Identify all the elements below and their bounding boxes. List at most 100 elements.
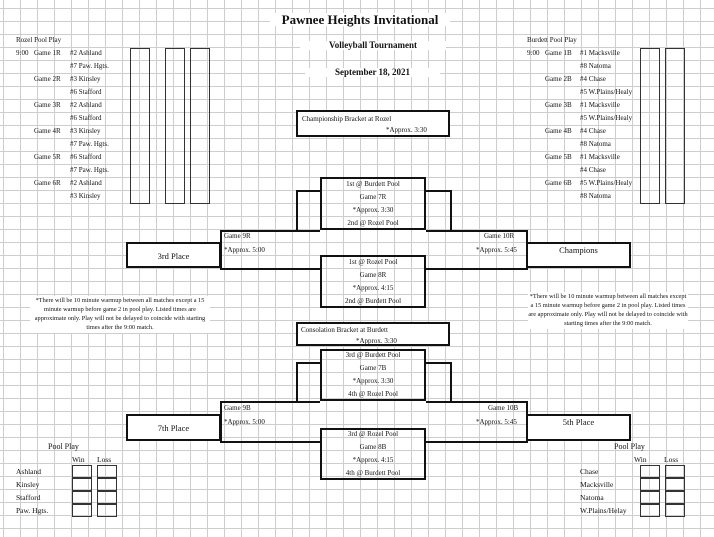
rozel-score-column [190, 48, 210, 204]
championship-game-8-label: Game 8R [359, 271, 387, 279]
burdett-score-column [640, 48, 660, 204]
consolation-game-8-time: *Approx. 4:15 [352, 456, 394, 464]
championship-game-7-bottom-seed: 2nd @ Rozel Pool [347, 219, 399, 227]
consolation-bracket-time: *Approx. 3:30 [356, 337, 397, 345]
burdett-pool-heading: Burdett Pool Play [527, 36, 577, 44]
standings-left-team-name: Paw. Hgts. [16, 506, 49, 515]
burdett-team-seed: #5 W.Plains/Healy [580, 88, 633, 96]
bracket-line [220, 268, 320, 270]
consolation-game-8-top-seed: 3rd @ Rozel Pool [347, 430, 399, 438]
seventh-place-label: 7th Place [157, 423, 190, 433]
rozel-team-seed: #7 Paw. Hgts. [70, 166, 109, 174]
standings-left-loss-cell [97, 491, 117, 504]
burdett-game-label: Game 3B [545, 101, 572, 109]
standings-right-win-header: Win [634, 455, 647, 464]
rozel-team-seed: #7 Paw. Hgts. [70, 62, 109, 70]
championship-game-7-box [320, 177, 426, 230]
rozel-score-column [130, 48, 150, 204]
championship-game-8-box [320, 255, 426, 308]
championship-game-8-top-seed: 1st @ Rozel Pool [348, 258, 398, 266]
championship-game-8-bottom-seed: 2nd @ Burdett Pool [344, 297, 402, 305]
bracket-line [426, 362, 450, 364]
burdett-game-label: Game 5B [545, 153, 572, 161]
burdett-team-seed: #4 Chase [580, 127, 606, 135]
bracket-line [426, 441, 528, 443]
champions-label: Champions [559, 245, 598, 255]
standings-left-loss-header: Loss [97, 455, 112, 464]
rozel-team-seed: #6 Stafford [70, 153, 102, 161]
rozel-team-seed: #2 Ashland [70, 101, 102, 109]
page-title: Pawnee Heights Invitational [270, 13, 450, 26]
bracket-line [296, 190, 298, 230]
standings-right-loss-cell [665, 504, 685, 517]
event-date: September 18, 2021 [305, 68, 440, 77]
standings-right-heading: Pool Play [614, 442, 645, 451]
bracket-line [220, 441, 320, 443]
third-place-label: 3rd Place [157, 251, 190, 261]
bracket-line [296, 362, 320, 364]
rozel-pool-start-time: 9:00 [16, 49, 29, 57]
warmup-note-left: *There will be 10 minute warmup between … [30, 296, 210, 333]
consolation-game-9-time: *Approx. 5:00 [224, 418, 265, 426]
rozel-score-column [165, 48, 185, 204]
standings-left-win-cell [72, 465, 92, 478]
burdett-game-label: Game 2B [545, 75, 572, 83]
burdett-game-label: Game 6B [545, 179, 572, 187]
championship-game-9-label: Game 9R [224, 232, 251, 240]
standings-right-team-name: W.Plains/Helay [580, 506, 627, 515]
fifth-place-label: 5th Place [562, 417, 595, 427]
rozel-team-seed: #2 Ashland [70, 49, 102, 57]
rozel-team-seed: #6 Stafford [70, 88, 102, 96]
burdett-game-label: Game 1B [545, 49, 572, 57]
consolation-bracket-title: Consolation Bracket at Burdett [301, 326, 388, 334]
rozel-team-seed: #6 Stafford [70, 114, 102, 122]
burdett-game-label: Game 4B [545, 127, 572, 135]
standings-left-win-cell [72, 478, 92, 491]
consolation-game-9-label: Game 9B [224, 404, 251, 412]
bracket-line [296, 362, 298, 402]
championship-bracket-title: Championship Bracket at Rozel [302, 115, 392, 123]
bracket-line [426, 268, 528, 270]
consolation-game-7-top-seed: 3rd @ Burdett Pool [345, 351, 401, 359]
standings-right-win-cell [640, 504, 660, 517]
burdett-team-seed: #4 Chase [580, 75, 606, 83]
standings-left-win-cell [72, 491, 92, 504]
championship-game-7-top-seed: 1st @ Burdett Pool [346, 180, 400, 188]
consolation-game-10-time: *Approx. 5:45 [476, 418, 517, 426]
standings-right-loss-cell [665, 491, 685, 504]
consolation-game-7-box [320, 349, 426, 401]
consolation-game-7-bottom-seed: 4th @ Rozel Pool [348, 390, 398, 398]
rozel-game-label: Game 6R [34, 179, 61, 187]
consolation-bracket-header: Consolation Bracket at Burdett *Approx. … [296, 322, 450, 346]
burdett-team-seed: #8 Natoma [580, 140, 611, 148]
standings-right-team-name: Chase [580, 467, 599, 476]
consolation-game-8-box [320, 428, 426, 480]
standings-left-team-name: Stafford [16, 493, 41, 502]
rozel-pool-heading: Rozel Pool Play [16, 36, 62, 44]
standings-right-team-name: Natoma [580, 493, 604, 502]
burdett-team-seed: #1 Macksville [580, 153, 620, 161]
burdett-pool-start-time: 9:00 [527, 49, 540, 57]
bracket-line [220, 230, 320, 232]
burdett-score-column [665, 48, 685, 204]
rozel-game-label: Game 4R [34, 127, 61, 135]
championship-bracket-header: Championship Bracket at Rozel *Approx. 3… [296, 110, 450, 137]
rozel-team-seed: #7 Paw. Hgts. [70, 140, 109, 148]
bracket-line [426, 230, 528, 232]
rozel-game-label: Game 3R [34, 101, 61, 109]
burdett-team-seed: #4 Chase [580, 166, 606, 174]
rozel-team-seed: #3 Kinsley [70, 127, 101, 135]
consolation-game-8-label: Game 8B [359, 443, 387, 451]
standings-right-team-name: Macksville [580, 480, 614, 489]
fifth-place-box [526, 414, 631, 441]
bracket-line [426, 401, 528, 403]
consolation-game-7-label: Game 7B [359, 364, 387, 372]
standings-right-win-cell [640, 478, 660, 491]
championship-game-9-time: *Approx. 5:00 [224, 246, 265, 254]
warmup-note-right: *There will be 10 minute warmup between … [528, 292, 688, 329]
championship-bracket-time: *Approx. 3:30 [386, 126, 427, 134]
championship-game-7-label: Game 7R [359, 193, 387, 201]
champions-box [526, 242, 631, 268]
bracket-line [220, 401, 320, 403]
